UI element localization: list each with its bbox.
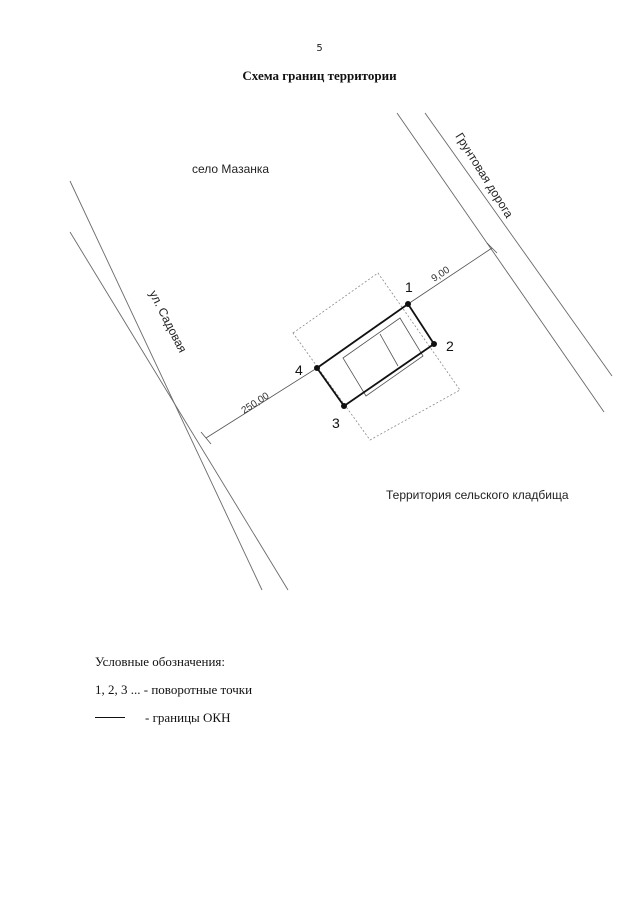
building-footprint (342, 317, 424, 397)
dimension-tick-street (200, 431, 212, 445)
street-line-left (69, 180, 263, 591)
boundary-line-symbol (95, 716, 125, 718)
dimension-line-street-line (205, 367, 318, 439)
building-outline (342, 317, 424, 397)
dimension-street-value: 250,00 (240, 390, 272, 416)
turning-points (314, 301, 437, 409)
legend: Условные обозначения: 1, 2, 3 ... - пово… (95, 654, 252, 738)
building-partition (379, 333, 399, 367)
dirt-road-lines (396, 112, 613, 413)
dirt-road-line-left (396, 112, 605, 413)
cemetery-label: Территория сельского кладбища (386, 488, 569, 502)
dimension-road-value: 9,00 (430, 264, 453, 284)
legend-boundary: - границы ОКН (95, 710, 252, 738)
street-sadovaya-lines (69, 180, 289, 591)
okn-boundary (315, 302, 436, 408)
buffer-zone-outline (292, 272, 461, 441)
turning-point-4-marker (314, 365, 320, 371)
page-number: 5 (316, 43, 323, 54)
street-label: ул. Садовая (146, 288, 189, 355)
street-line-right (69, 231, 289, 591)
dimension-line-road-line (407, 247, 493, 305)
dimension-line-street (200, 367, 318, 445)
legend-title: Условные обозначения: (95, 654, 226, 669)
turning-point-4-label: 4 (295, 362, 303, 378)
page-title: Схема границ территории (242, 68, 397, 83)
turning-point-2-marker (431, 341, 437, 347)
legend-points: 1, 2, 3 ... - поворотные точки (95, 682, 253, 697)
turning-point-1-label: 1 (405, 279, 413, 295)
turning-point-1-marker (405, 301, 411, 307)
dimension-tick-road (486, 242, 498, 254)
dirt-road-line-right (424, 112, 613, 377)
turning-point-2-label: 2 (446, 338, 454, 354)
village-label: село Мазанка (192, 162, 269, 176)
dimension-line-road (407, 242, 498, 305)
turning-point-3-label: 3 (332, 415, 340, 431)
turning-point-3-marker (341, 403, 347, 409)
legend-boundary-text: - границы ОКН (145, 710, 231, 725)
